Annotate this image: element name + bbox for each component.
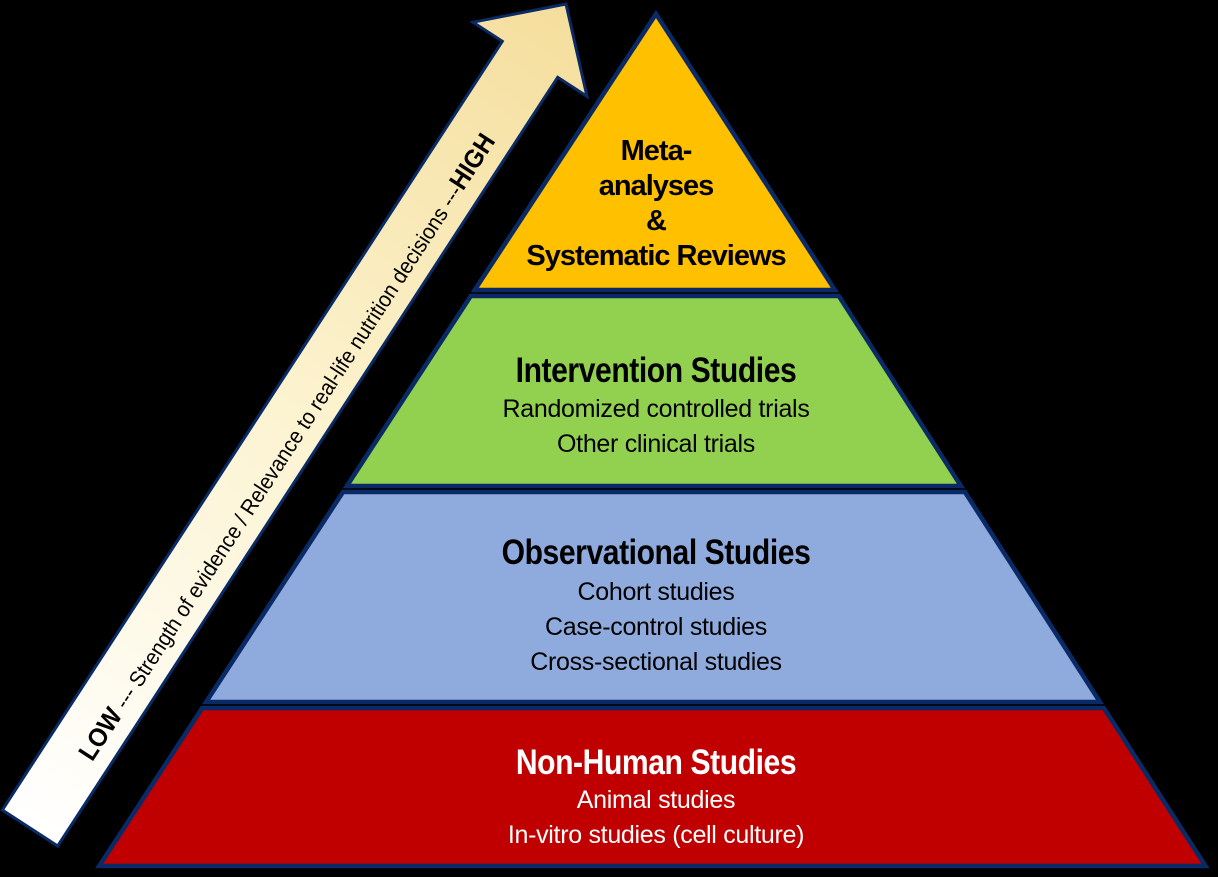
tier-non-human-item-2: In-vitro studies (cell culture) (507, 821, 805, 849)
tier-intervention-items: Randomized controlled trials Other clini… (502, 392, 809, 462)
tier-observational-heading: Observational Studies (501, 533, 811, 572)
tier-non-human-studies-shape (95, 705, 1210, 869)
tier-observational-item-1: Cohort studies (577, 578, 735, 606)
tier-meta-analyses-label: Meta- analyses & Systematic Reviews (526, 134, 786, 274)
tier-intervention-heading: Intervention Studies (515, 351, 797, 390)
tier-intervention-item-2: Other clinical trials (557, 430, 755, 458)
tier-observational-studies-shape (201, 489, 1105, 705)
tier-observational-item-3: Cross-sectional studies (530, 648, 782, 676)
strength-arrow-shape (0, 2, 590, 849)
tier-non-human-heading: Non-Human Studies (515, 743, 797, 782)
tier-non-human-item-1: Animal studies (576, 786, 736, 814)
tier-meta-line-3: & (646, 205, 667, 237)
tier-observational-item-2: Case-control studies (545, 613, 767, 641)
tier-meta-line-4: Systematic Reviews (526, 240, 786, 272)
tier-meta-line-1: Meta- (620, 135, 693, 167)
tier-meta-line-2: analyses (598, 170, 715, 202)
tier-non-human-items: Animal studies In-vitro studies (cell cu… (507, 783, 805, 853)
tier-intervention-item-1: Randomized controlled trials (502, 395, 810, 423)
tier-intervention-studies-shape (342, 293, 966, 489)
tier-meta-analyses-shape (470, 9, 840, 293)
tier-observational-items: Cohort studies Case-control studies Cros… (530, 575, 782, 680)
